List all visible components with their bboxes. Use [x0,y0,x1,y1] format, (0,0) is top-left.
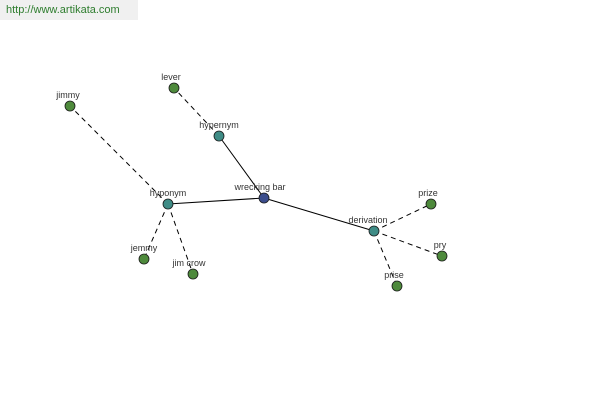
node-label-lever[interactable]: lever [161,72,181,82]
node-label-jimmy[interactable]: jimmy [55,90,80,100]
graph-labels: wrecking bar hypernym hyponym derivation lev… [55,72,446,280]
node-label-hyponym[interactable]: hyponym [150,188,187,198]
node-label-pry[interactable]: pry [434,240,447,250]
node-wrecking-bar[interactable] [258,192,270,204]
node-lever[interactable] [168,82,180,94]
node-label-jemmy[interactable]: jemmy [130,243,158,253]
edge-hyponym-jemmy [143,203,169,260]
edge-derivation-pry [373,230,443,257]
node-label-jim-crow[interactable]: jim crow [172,258,206,268]
node-prise[interactable] [391,280,403,292]
node-jim-crow[interactable] [187,268,199,280]
edge-wrecking-bar-hyponym [167,197,265,205]
edge-derivation-prise [373,230,398,287]
edge-derivation-prize [373,203,432,232]
node-jimmy[interactable] [64,100,76,112]
node-prize[interactable] [425,198,437,210]
edge-wrecking-bar-derivation [263,197,375,232]
node-label-hypernym[interactable]: hypernym [199,120,239,130]
node-label-prize[interactable]: prize [418,188,438,198]
node-label-derivation[interactable]: derivation [348,215,387,225]
node-jemmy[interactable] [138,253,150,265]
node-label-prise[interactable]: prise [384,270,404,280]
node-hyponym[interactable] [162,198,174,210]
graph-edges [69,87,443,287]
node-derivation[interactable] [368,225,380,237]
node-hypernym[interactable] [213,130,225,142]
node-pry[interactable] [436,250,448,262]
source-url[interactable]: http://www.artikata.com [0,0,138,20]
edge-hypernym-lever [173,87,220,137]
edge-wrecking-bar-hypernym [218,135,265,199]
node-label-wrecking-bar[interactable]: wrecking bar [233,182,285,192]
graph-nodes [64,82,448,292]
edge-hyponym-jim-crow [167,203,194,275]
